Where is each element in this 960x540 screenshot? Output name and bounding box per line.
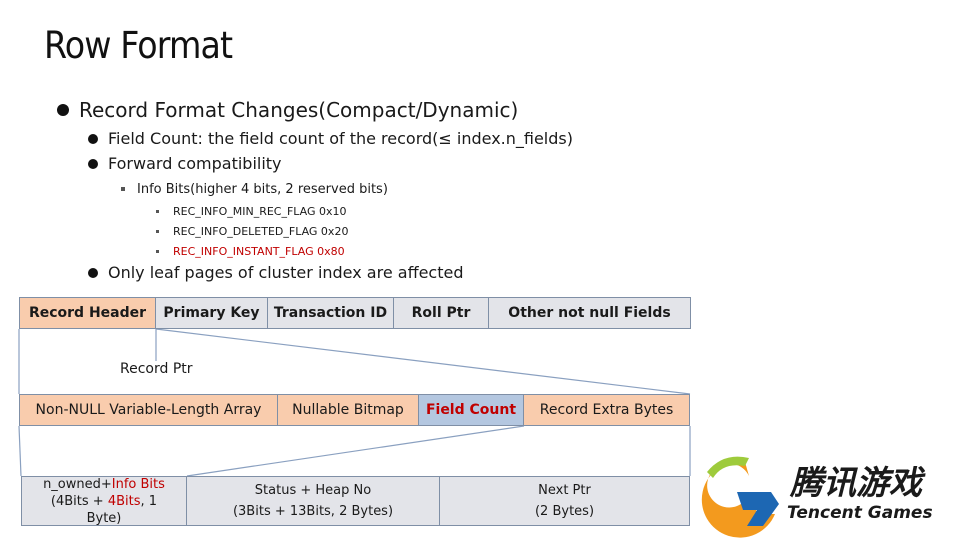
bullet-dot-icon	[88, 133, 98, 144]
primary-key-cell: Primary Key	[156, 297, 268, 329]
tencent-games-logo: 腾讯游戏 Tencent Games	[701, 456, 933, 538]
field-count-cell: Field Count	[419, 394, 524, 426]
bullet-square-icon	[156, 210, 159, 213]
status-heap-detail: (3Bits + 13Bits, 2 Bytes)	[232, 504, 394, 519]
flag-item-instant: REC_INFO_INSTANT_FLAG 0x80	[156, 245, 345, 258]
roll-ptr-cell: Roll Ptr	[394, 297, 489, 329]
bullet-dot-icon	[88, 267, 98, 278]
bullet-text: Info Bits(higher 4 bits, 2 reserved bits…	[137, 182, 388, 197]
n-owned-text: n_owned+	[43, 476, 112, 492]
logo-chinese: 腾讯游戏	[789, 463, 926, 502]
flag-item: REC_INFO_DELETED_FLAG 0x20	[156, 225, 348, 238]
bullet-leaf-only: Only leaf pages of cluster index are aff…	[88, 263, 464, 282]
n-owned-detail-red: 4Bits	[107, 493, 141, 509]
bullet-text: Forward compatibility	[108, 154, 282, 173]
bullet-square-icon	[156, 230, 159, 233]
nvla-cell: Non-NULL Variable-Length Array	[19, 394, 278, 426]
next-ptr-detail: (2 Bytes)	[534, 504, 595, 519]
bullet-text: Record Format Changes(Compact/Dynamic)	[79, 98, 519, 122]
flag-item: REC_INFO_MIN_REC_FLAG 0x10	[156, 205, 347, 218]
n-owned-cell: n_owned+Info Bits (4Bits + 4Bits, 1 Byte…	[21, 476, 187, 526]
bullet-record-format: Record Format Changes(Compact/Dynamic)	[57, 98, 518, 122]
expand-line-mid	[186, 425, 525, 477]
next-ptr-cell: Next Ptr (2 Bytes)	[440, 476, 690, 526]
record-extra-bytes-cell: Record Extra Bytes	[524, 394, 690, 426]
other-fields-cell: Other not null Fields	[489, 297, 691, 329]
info-bits-text: Info Bits	[111, 476, 165, 492]
bullet-square-icon	[121, 187, 125, 191]
page-title: Row Format	[44, 24, 233, 67]
expand-line-left-2	[18, 425, 22, 477]
bullet-text: Field Count: the field count of the reco…	[108, 129, 573, 148]
bullet-dot-icon	[57, 103, 69, 116]
bullet-text: Only leaf pages of cluster index are aff…	[108, 263, 464, 282]
record-ptr-label: Record Ptr	[120, 361, 193, 377]
flag-text: REC_INFO_MIN_REC_FLAG 0x10	[173, 205, 347, 218]
transaction-id-cell: Transaction ID	[268, 297, 394, 329]
n-owned-detail: (4Bits +	[50, 493, 108, 509]
bullet-info-bits: Info Bits(higher 4 bits, 2 reserved bits…	[121, 182, 388, 197]
status-heap-cell: Status + Heap No (3Bits + 13Bits, 2 Byte…	[187, 476, 440, 526]
record-header-cell: Record Header	[19, 297, 156, 329]
nullable-bitmap-cell: Nullable Bitmap	[278, 394, 419, 426]
next-ptr-title: Next Ptr	[538, 483, 591, 498]
n-owned-byte: Byte)	[86, 510, 122, 526]
expand-line-right	[155, 328, 691, 395]
tencent-g-icon	[701, 456, 779, 538]
bullet-forward-compat: Forward compatibility	[88, 154, 282, 173]
bullet-dot-icon	[88, 158, 98, 169]
status-heap-title: Status + Heap No	[254, 483, 372, 498]
n-owned-detail-end: , 1	[140, 493, 158, 509]
flag-text: REC_INFO_DELETED_FLAG 0x20	[173, 225, 349, 238]
flag-text: REC_INFO_INSTANT_FLAG 0x80	[173, 245, 345, 258]
bullet-field-count: Field Count: the field count of the reco…	[88, 129, 573, 148]
logo-english: Tencent Games	[787, 503, 933, 523]
bullet-square-icon	[156, 250, 159, 253]
